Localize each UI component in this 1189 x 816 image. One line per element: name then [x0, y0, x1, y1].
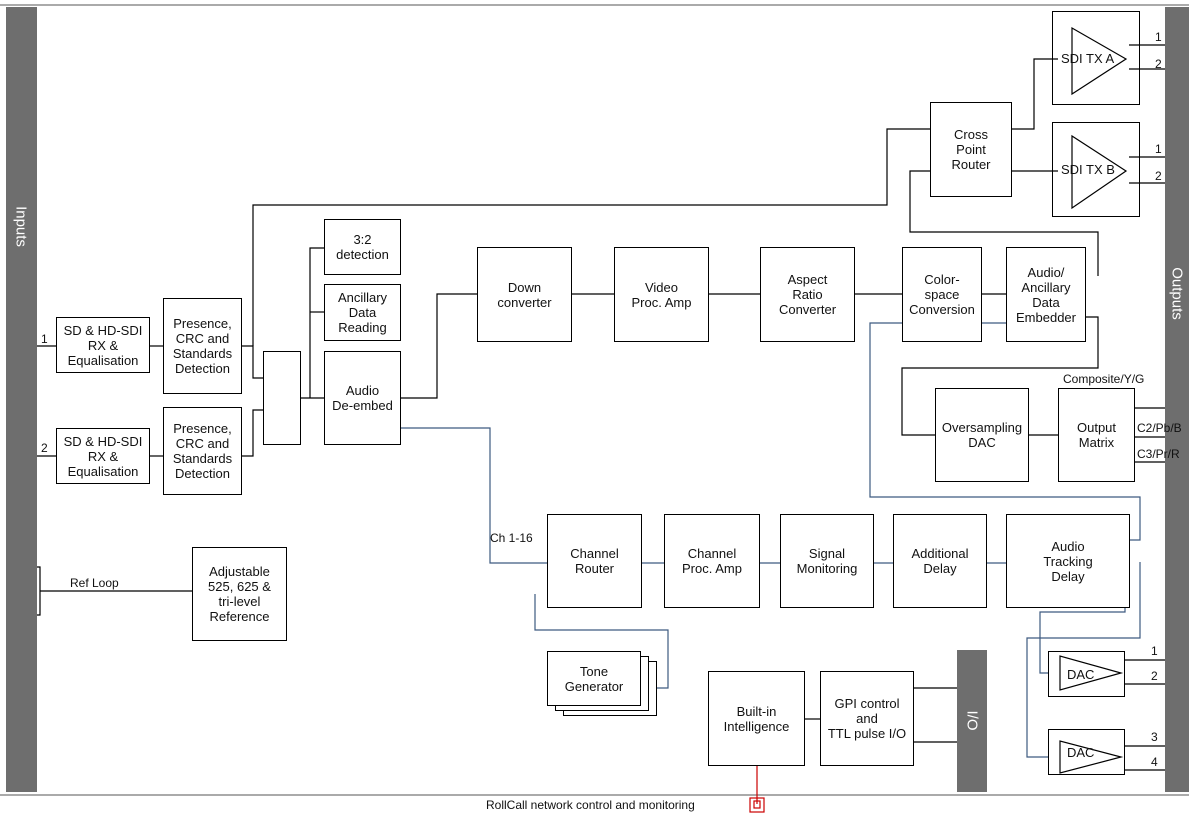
detection-block-2: Presence, CRC and Standards Detection [163, 407, 242, 495]
channel-router-block: Channel Router [547, 514, 642, 608]
inputs-bar [6, 7, 37, 792]
tx-b-out-1: 1 [1155, 142, 1162, 156]
crosspoint-router-block: Cross Point Router [930, 102, 1012, 197]
composite-label: Composite/Y/G [1063, 372, 1145, 386]
reference-block: Adjustable 525, 625 & tri-level Referenc… [192, 547, 287, 641]
embedder-block: Audio/ Ancillary Data Embedder [1006, 247, 1086, 342]
audio-deembed-block: Audio De-embed [324, 351, 401, 445]
rx-block-1: SD & HD-SDI RX & Equalisation [56, 317, 150, 373]
dac-block-1-label: DAC [1067, 666, 1095, 682]
rx-block-2: SD & HD-SDI RX & Equalisation [56, 428, 150, 484]
detection-32-block: 3:2 detection [324, 219, 401, 275]
tx-b-out-2: 2 [1155, 169, 1162, 183]
additional-delay-block: Additional Delay [893, 514, 987, 608]
gpi-control-block: GPI control and TTL pulse I/O [820, 671, 914, 766]
dac-out-3: 3 [1151, 730, 1158, 744]
sdi-tx-b-block: SDI TX B [1052, 122, 1140, 217]
signal-monitoring-block: Signal Monitoring [780, 514, 874, 608]
aspect-ratio-block: Aspect Ratio Converter [760, 247, 855, 342]
c2-label: C2/Pb/B [1137, 421, 1182, 435]
sdi-tx-a-block: SDI TX A [1052, 11, 1140, 105]
c3-label: C3/Pr/R [1137, 447, 1180, 461]
io-label: I/O [963, 710, 981, 731]
oversampling-dac-block: Oversampling DAC [935, 388, 1029, 482]
outputs-bar [1165, 7, 1189, 792]
intelligence-block: Built-in Intelligence [708, 671, 805, 766]
channel-range-label: Ch 1-16 [490, 531, 533, 545]
video-proc-amp-block: Video Proc. Amp [614, 247, 709, 342]
channel-proc-amp-block: Channel Proc. Amp [664, 514, 760, 608]
inputs-label: Inputs [12, 206, 30, 247]
network-footer-label: RollCall network control and monitoring [486, 798, 695, 812]
dac-out-2: 2 [1151, 669, 1158, 683]
outputs-label: Outputs [1168, 267, 1186, 320]
ref-loop-label: Ref Loop [70, 576, 119, 590]
input-2-label: 2 [41, 441, 48, 455]
detection-block-1: Presence, CRC and Standards Detection [163, 298, 242, 394]
dac-block-1: DAC [1048, 651, 1125, 697]
tx-a-out-1: 1 [1155, 30, 1162, 44]
dac-block-2: DAC [1048, 729, 1125, 775]
colorspace-block: Color- space Conversion [902, 247, 982, 342]
output-matrix-block: Output Matrix [1058, 388, 1135, 482]
tone-generator-block: Tone Generator [547, 651, 641, 706]
input-1-label: 1 [41, 332, 48, 346]
dac-block-2-label: DAC [1067, 744, 1095, 760]
io-bar [957, 650, 987, 792]
dac-out-4: 4 [1151, 755, 1158, 769]
tx-a-out-2: 2 [1155, 57, 1162, 71]
ancillary-reading-block: Ancillary Data Reading [324, 284, 401, 341]
audio-tracking-delay-block: Audio Tracking Delay [1006, 514, 1130, 608]
down-converter-block: Down converter [477, 247, 572, 342]
dac-out-1: 1 [1151, 644, 1158, 658]
input-switch [263, 351, 301, 445]
